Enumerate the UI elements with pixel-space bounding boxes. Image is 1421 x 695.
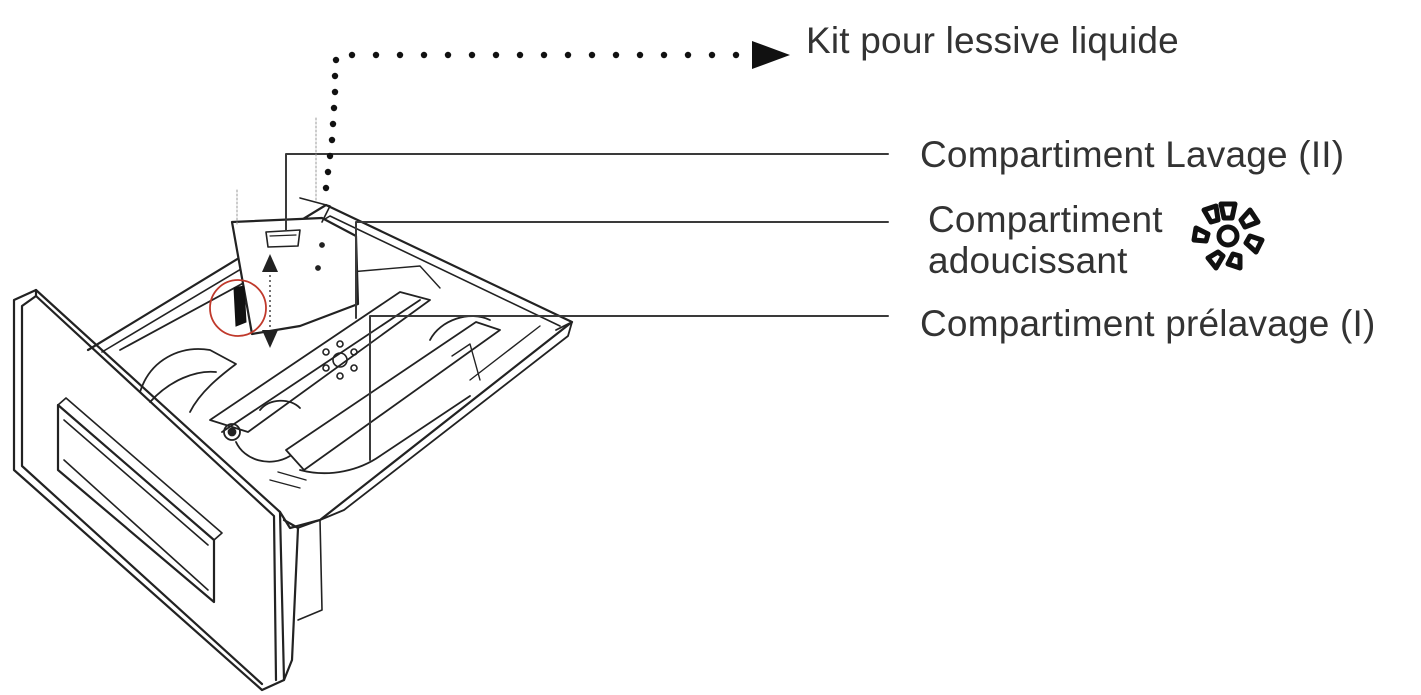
liquid-kit-leader	[322, 41, 790, 192]
label-main-wash: Compartiment Lavage (II)	[920, 134, 1345, 175]
leader-lines	[285, 153, 889, 461]
flower-icon	[1186, 194, 1270, 278]
label-prewash: Compartiment prélavage (I)	[920, 303, 1376, 344]
label-softener-line2: adoucissant	[928, 240, 1128, 282]
double-arrow-vertical-icon	[262, 254, 278, 348]
arrow-right-icon	[752, 41, 790, 69]
compartment-walls	[119, 235, 501, 489]
drawer-front-panel	[12, 288, 286, 692]
label-softener: Compartiment adoucissant	[928, 199, 1163, 282]
label-softener-line1: Compartiment	[928, 199, 1163, 240]
liquid-kit-flap	[230, 197, 360, 336]
latch-highlight	[209, 279, 267, 337]
label-liquid-kit: Kit pour lessive liquide	[806, 20, 1179, 61]
drawer-softener-symbol	[322, 340, 358, 380]
